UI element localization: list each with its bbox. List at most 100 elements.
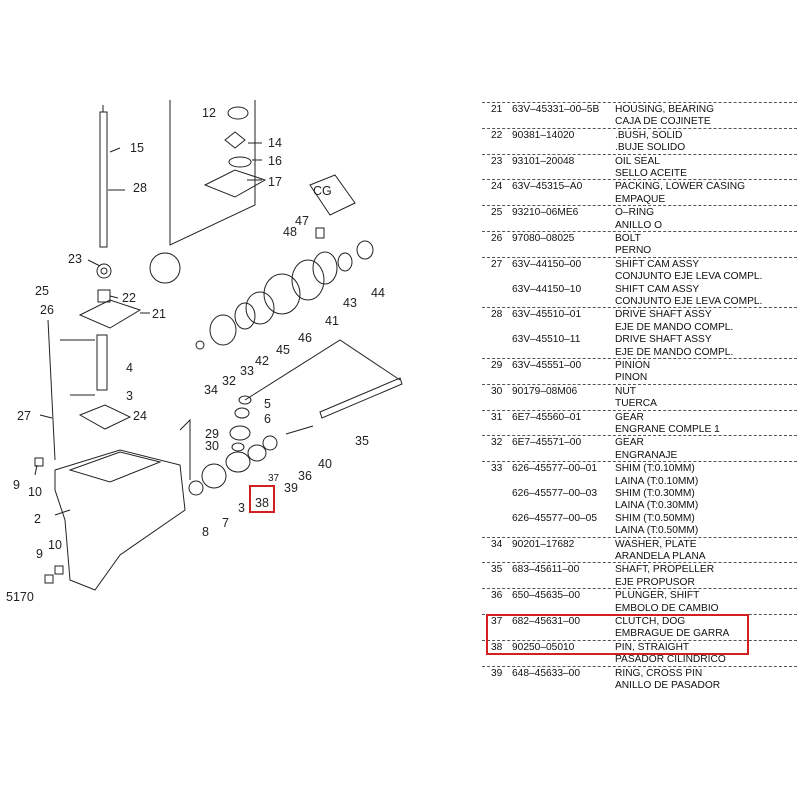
description-es: CONJUNTO EJE LEVA COMPL. — [615, 295, 763, 307]
svg-text:42: 42 — [255, 354, 269, 368]
svg-text:25: 25 — [35, 284, 49, 298]
ref-number: 32 — [491, 437, 503, 449]
description-en: .BUSH, SOLID — [615, 129, 683, 141]
ref-number: 22 — [491, 129, 503, 141]
ref-number: 27 — [491, 258, 503, 270]
description-es: ANILLO DE PASADOR — [615, 679, 721, 691]
description-en: PINION — [615, 359, 651, 371]
svg-text:27: 27 — [17, 409, 31, 423]
part-number: 97080–08025 — [512, 232, 575, 244]
ref-number: 25 — [491, 207, 503, 219]
description-en: PACKING, LOWER CASING — [615, 181, 746, 193]
svg-text:46: 46 — [298, 331, 312, 345]
svg-text:2: 2 — [34, 512, 41, 526]
svg-text:28: 28 — [133, 181, 147, 195]
svg-text:43: 43 — [343, 296, 357, 310]
svg-text:CG: CG — [313, 184, 332, 198]
description-es: LAINA (T:0.30MM) — [615, 500, 699, 512]
part-number: 6E7–45571–00 — [512, 437, 582, 449]
description-en: SHIM (T:0.50MM) — [615, 512, 695, 524]
description-es: CAJA DE COJINETE — [615, 116, 711, 128]
svg-text:24: 24 — [133, 409, 147, 423]
part-number: 626–45577–00–05 — [512, 512, 597, 524]
description-en: RING, CROSS PIN — [615, 667, 703, 679]
svg-text:29: 29 — [205, 427, 219, 441]
description-en: SHAFT, PROPELLER — [615, 564, 715, 576]
part-description: .BUSH, SOLID.BUJE SOLIDO — [615, 130, 685, 155]
table-row: 626–45577–00–05 SHIM (T:0.50MM)LAINA (T:0… — [482, 512, 797, 537]
description-es: PERNO — [615, 245, 652, 257]
ref-number: 28 — [491, 309, 503, 321]
svg-text:35: 35 — [355, 434, 369, 448]
svg-text:33: 33 — [240, 364, 254, 378]
svg-text:38: 38 — [255, 496, 269, 510]
description-en: SHIFT CAM ASSY — [615, 258, 700, 270]
part-number: 6E7–45560–01 — [512, 411, 582, 423]
part-number: 93210–06ME6 — [512, 207, 579, 219]
svg-text:9: 9 — [36, 547, 43, 561]
part-number: 63V–44150–10 — [512, 283, 582, 295]
diagram-code: 5170 — [6, 590, 34, 604]
description-es: ANILLO O — [615, 219, 662, 231]
svg-text:15: 15 — [130, 141, 144, 155]
part-number: 90179–08M06 — [512, 385, 578, 397]
ref-number: 39 — [491, 667, 503, 679]
svg-text:7: 7 — [222, 516, 229, 530]
description-en: DRIVE SHAFT ASSY — [615, 334, 712, 346]
svg-text:40: 40 — [318, 457, 332, 471]
svg-text:12: 12 — [202, 106, 216, 120]
svg-text:30: 30 — [205, 439, 219, 453]
ref-number: 37 — [491, 615, 503, 627]
description-es: LAINA (T:0.10MM) — [615, 475, 699, 487]
svg-text:3: 3 — [238, 501, 245, 515]
description-en: PIN, STRAIGHT — [615, 641, 690, 653]
ref-number: 38 — [491, 641, 503, 653]
description-en: PLUNGER, SHIFT — [615, 590, 700, 602]
ref-number: 21 — [491, 104, 503, 115]
part-number: 90201–17682 — [512, 538, 575, 550]
ref-number: 35 — [491, 564, 503, 576]
svg-text:9: 9 — [13, 478, 20, 492]
svg-text:5: 5 — [264, 397, 271, 411]
ref-number: 34 — [491, 538, 503, 550]
part-description: SHIM (T:0.50MM)LAINA (T:0.50MM) — [615, 513, 698, 538]
svg-text:10: 10 — [48, 538, 62, 552]
description-es: TUERCA — [615, 398, 657, 410]
description-es: PASADOR CILINDRICO — [615, 654, 726, 666]
part-number: 63V–45315–A0 — [512, 181, 583, 193]
ref-number: 26 — [491, 232, 503, 244]
description-en: BOLT — [615, 232, 641, 244]
svg-text:3: 3 — [126, 389, 133, 403]
description-es: CONJUNTO EJE LEVA COMPL. — [615, 271, 763, 283]
description-es: ENGRANAJE — [615, 449, 678, 461]
part-number: 683–45611–00 — [512, 564, 580, 576]
svg-text:32: 32 — [222, 374, 236, 388]
description-en: SHIM (T:0.30MM) — [615, 487, 695, 499]
svg-text:6: 6 — [264, 412, 271, 426]
